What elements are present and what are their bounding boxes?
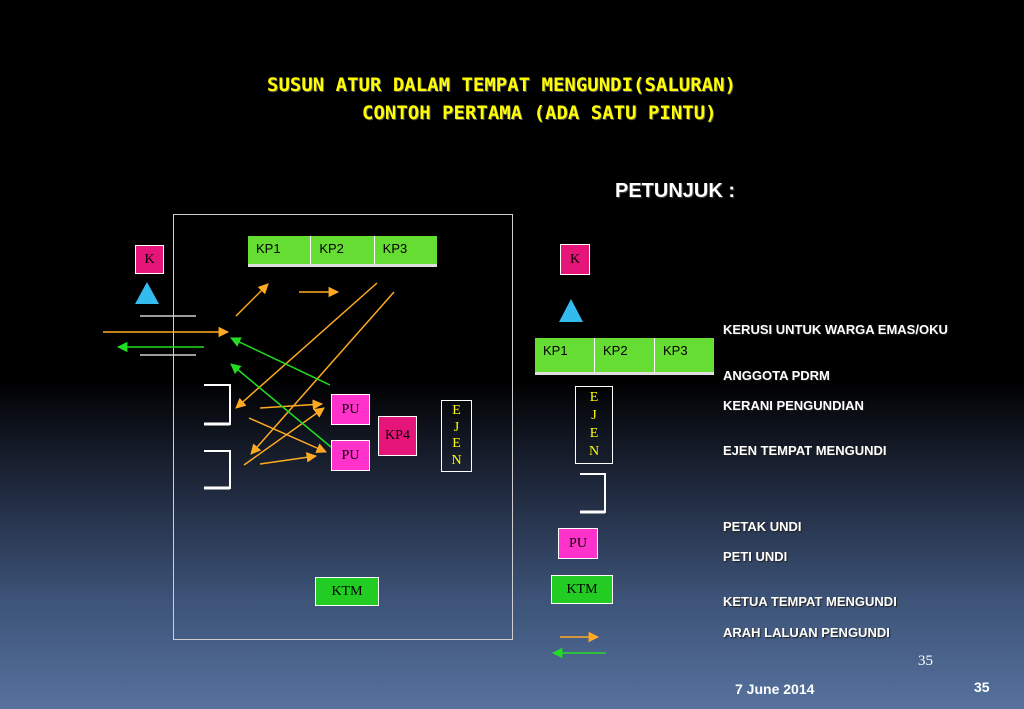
- flow-arrow: [248, 417, 327, 453]
- kp4-box: KP4: [378, 416, 417, 456]
- flow-arrow: [235, 282, 378, 409]
- pu-bottom-box: PU: [331, 440, 370, 471]
- polling-room: [173, 214, 513, 640]
- legend-item: KERUSI UNTUK WARGA EMAS/OKU: [723, 322, 948, 337]
- ejen-letter: J: [591, 408, 597, 423]
- legend-pdrm-triangle-icon: [559, 299, 583, 322]
- flow-arrow: [250, 291, 395, 455]
- legend-ejen-box: E J E N: [575, 386, 613, 464]
- ejen-letter: J: [453, 419, 460, 435]
- legend-booth-bracket: [580, 473, 606, 513]
- k-seat-box: K: [135, 245, 164, 274]
- flow-arrow: [259, 399, 324, 410]
- flow-arrow: [243, 407, 325, 466]
- kp-clerk-row: KP1 KP2 KP3: [248, 236, 437, 267]
- legend-kp2-label: KP2: [595, 338, 655, 372]
- ejen-letter: E: [452, 436, 461, 452]
- flow-arrow: [259, 452, 318, 465]
- legend-item: KETUA TEMPAT MENGUNDI: [723, 594, 897, 609]
- kp2-label: KP2: [311, 236, 375, 264]
- legend-item: ANGGOTA PDRM: [723, 368, 830, 383]
- page-number-inline: 35: [918, 653, 933, 669]
- legend-k-box: K: [560, 244, 590, 275]
- legend-kp-row: KP1 KP2 KP3: [535, 338, 714, 375]
- footer-date: 7 June 2014: [735, 681, 815, 697]
- return-arrow: [230, 337, 331, 386]
- ejen-letter: N: [451, 452, 462, 468]
- kp3-label: KP3: [382, 241, 408, 256]
- legend-heading: PETUNJUK :: [615, 180, 736, 202]
- legend-item: KERANI PENGUNDIAN: [723, 398, 864, 413]
- legend-kp3-label: KP3: [663, 343, 688, 358]
- legend-item: PETI UNDI: [723, 549, 788, 564]
- title-line-2: CONTOH PERTAMA (ADA SATU PINTU): [362, 102, 717, 124]
- legend-item: ARAH LALUAN PENGUNDI: [723, 625, 890, 640]
- flow-arrow: [235, 283, 269, 317]
- legend-item: PETAK UNDI: [723, 519, 802, 534]
- return-arrow: [230, 363, 332, 448]
- legend-item: EJEN TEMPAT MENGUNDI: [723, 443, 887, 458]
- kp1-label: KP1: [248, 236, 312, 264]
- ejen-letter: N: [588, 444, 600, 459]
- booth-bracket: [204, 450, 231, 489]
- ejen-letter: E: [589, 426, 599, 441]
- ejen-letter: E: [589, 390, 599, 405]
- ktm-box: KTM: [315, 577, 379, 606]
- title-line-1: SUSUN ATUR DALAM TEMPAT MENGUNDI(SALURAN…: [267, 74, 736, 96]
- ejen-letter: E: [452, 403, 461, 419]
- booth-bracket: [204, 384, 231, 425]
- pdrm-triangle-icon: [135, 282, 159, 304]
- ejen-box: E J E N: [441, 400, 472, 472]
- pu-top-box: PU: [331, 394, 370, 425]
- legend-ktm-box: KTM: [551, 575, 613, 604]
- legend-kp1-label: KP1: [535, 338, 595, 372]
- footer-page-number: 35: [974, 679, 990, 695]
- legend-pu-box: PU: [558, 528, 598, 559]
